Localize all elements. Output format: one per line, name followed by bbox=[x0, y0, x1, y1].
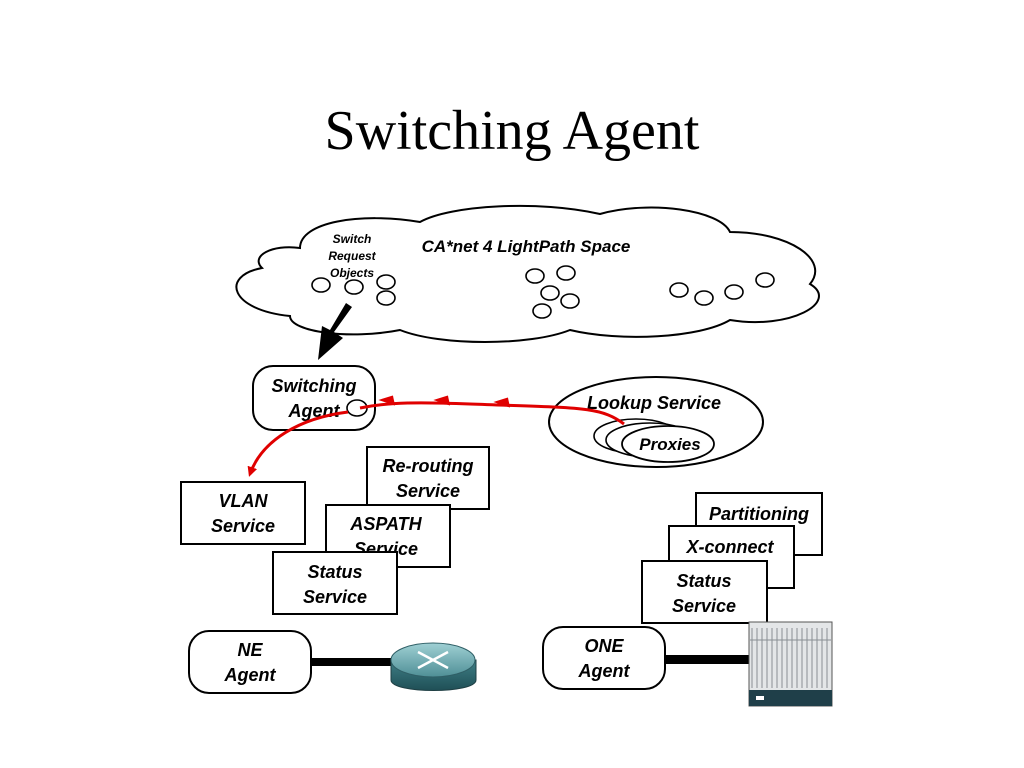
optical-chassis-icon bbox=[748, 621, 833, 707]
switching-agent-label-1: Switching bbox=[272, 376, 357, 396]
ne-agent-label-2: Agent bbox=[224, 665, 277, 685]
vlan-label-2: Service bbox=[211, 516, 275, 536]
router-icon bbox=[390, 642, 477, 691]
one-agent-label-2: Agent bbox=[578, 661, 631, 681]
proxies-ellipse bbox=[621, 425, 715, 463]
request-object bbox=[532, 303, 552, 319]
request-object bbox=[311, 277, 331, 293]
request-object bbox=[540, 285, 560, 301]
request-object bbox=[525, 268, 545, 284]
status-service-left-box: Status Service bbox=[272, 551, 398, 615]
red-arrows bbox=[247, 395, 625, 477]
xconnect-label: X-connect bbox=[685, 537, 774, 557]
request-object bbox=[694, 290, 714, 306]
lightpath-cloud: CA*net 4 LightPath Space Switch Request … bbox=[235, 204, 820, 343]
request-object bbox=[755, 272, 775, 288]
request-object bbox=[344, 279, 364, 295]
request-object bbox=[724, 284, 744, 300]
one-agent-box: ONE Agent bbox=[542, 626, 666, 690]
vlan-label-1: VLAN bbox=[219, 491, 269, 511]
request-object bbox=[669, 282, 689, 298]
lookup-service: Lookup Service Proxies bbox=[548, 376, 764, 468]
rerouting-label-1: Re-routing bbox=[383, 456, 474, 476]
ne-agent-box: NE Agent bbox=[188, 630, 312, 694]
request-object bbox=[560, 293, 580, 309]
ne-agent-label-1: NE bbox=[237, 640, 263, 660]
rerouting-label-2: Service bbox=[396, 481, 460, 501]
one-link bbox=[665, 655, 751, 664]
switch-request-objects-label-3: Objects bbox=[330, 266, 374, 280]
request-object bbox=[376, 290, 396, 306]
rerouting-service-box: Re-routing Service bbox=[366, 446, 490, 510]
request-object bbox=[376, 274, 396, 290]
cloud-label: CA*net 4 LightPath Space bbox=[422, 237, 631, 256]
partitioning-label: Partitioning bbox=[709, 504, 809, 524]
switch-request-objects-label-2: Request bbox=[328, 249, 376, 263]
one-agent-label-1: ONE bbox=[584, 636, 624, 656]
proxies-label: Proxies bbox=[639, 435, 700, 454]
status-right-label-2: Service bbox=[672, 596, 736, 616]
status-left-label-2: Service bbox=[303, 587, 367, 607]
status-right-label-1: Status bbox=[676, 571, 731, 591]
agent-to-vlan-arrow bbox=[247, 410, 349, 477]
slide-title: Switching Agent bbox=[324, 100, 700, 162]
aspath-label-1: ASPATH bbox=[349, 514, 422, 534]
request-object bbox=[556, 265, 576, 281]
status-service-right-box: Status Service bbox=[641, 560, 768, 624]
status-left-label-1: Status bbox=[307, 562, 362, 582]
vlan-service-box: VLAN Service bbox=[180, 481, 306, 545]
ne-link bbox=[311, 658, 393, 666]
lookup-service-label: Lookup Service bbox=[587, 393, 721, 413]
request-arrow bbox=[318, 303, 352, 360]
switch-request-objects-label-1: Switch bbox=[333, 232, 372, 246]
